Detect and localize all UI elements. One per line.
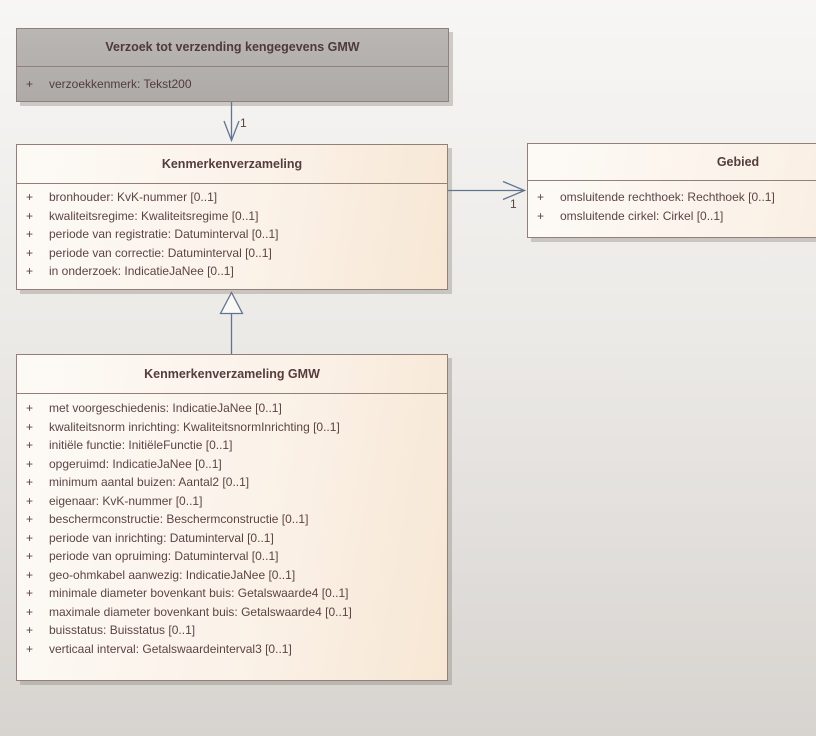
class-title: Verzoek tot verzending kengegevens GMW: [17, 29, 448, 67]
visibility-symbol: +: [26, 419, 34, 434]
attribute-row: + beschermconstructie: Beschermconstructi…: [17, 510, 447, 529]
visibility-symbol: +: [26, 208, 34, 223]
attribute-row: + met voorgeschiedenis: IndicatieJaNee [0…: [17, 399, 447, 418]
attribute-row: + in onderzoek: IndicatieJaNee [0..1]: [17, 262, 447, 281]
multiplicity-label: 1: [510, 197, 517, 211]
attribute-text: minimale diameter bovenkant buis: Getals…: [49, 586, 349, 600]
attribute-text: geo-ohmkabel aanwezig: IndicatieJaNee [0…: [49, 567, 296, 582]
class-title: Kenmerkenverzameling: [17, 145, 447, 184]
attribute-text: initiële functie: InitiëleFunctie [0..1]: [49, 438, 233, 452]
generalization-triangle-icon: [219, 291, 244, 315]
class-title: Kenmerkenverzameling GMW: [17, 355, 447, 394]
attribute-row: + minimum aantal buizen: Aantal2 [0..1]: [17, 473, 447, 492]
attribute-text: in onderzoek: IndicatieJaNee [0..1]: [49, 264, 234, 278]
generalization-gmw-to-kenmerkenverzameling: [219, 291, 244, 354]
attribute-row: + initiële functie: InitiëleFunctie [0..1…: [17, 436, 447, 455]
multiplicity-label: 1: [240, 116, 247, 130]
class-kenmerkenverzameling-gmw[interactable]: Kenmerkenverzameling GMW + met voorgeschi…: [16, 354, 448, 681]
attribute-text: kwaliteitsregime: Kwaliteitsregime [0..1…: [49, 208, 259, 223]
association-verzoek-to-kenmerkenverzameling: [223, 100, 240, 143]
attribute-row: + opgeruimd: IndicatieJaNee [0..1]: [17, 455, 447, 474]
attribute-row: + minimale diameter bovenkant buis: Getal…: [17, 584, 447, 603]
visibility-symbol: +: [26, 438, 34, 452]
attribute-compartment: + bronhouder: KvK-nummer [0..1] + kwalitei…: [17, 184, 447, 289]
class-verzoek-tot-verzending-kengegevens-gmw[interactable]: Verzoek tot verzending kengegevens GMW +…: [16, 28, 449, 102]
visibility-symbol: +: [26, 567, 34, 582]
visibility-symbol: +: [26, 512, 34, 526]
attribute-text: buisstatus: Buisstatus [0..1]: [49, 623, 196, 637]
class-title: Gebied: [528, 144, 816, 181]
attribute-compartment: + verzoekkenmerk: Tekst200: [17, 67, 448, 101]
visibility-symbol: +: [537, 208, 545, 223]
visibility-symbol: +: [26, 456, 34, 471]
attribute-text: periode van opruiming: Datuminterval [0.…: [49, 549, 279, 563]
attribute-row: + bronhouder: KvK-nummer [0..1]: [17, 188, 447, 207]
attribute-text: met voorgeschiedenis: IndicatieJaNee [0.…: [49, 401, 282, 415]
attribute-text: beschermconstructie: Beschermconstructie…: [49, 512, 309, 526]
open-arrowhead-icon: [223, 120, 240, 143]
attribute-row: + periode van opruiming: Datuminterval [0…: [17, 547, 447, 566]
visibility-symbol: +: [26, 401, 34, 415]
attribute-text: kwaliteitsnorm inrichting: Kwaliteitsnor…: [49, 419, 340, 434]
attribute-compartment: + omsluitende rechthoek: Rechthoek [0..1]…: [528, 181, 816, 237]
visibility-symbol: +: [537, 190, 545, 204]
visibility-symbol: +: [26, 530, 34, 545]
attribute-text: opgeruimd: IndicatieJaNee [0..1]: [49, 456, 222, 471]
attribute-text: periode van registratie: Datuminterval […: [49, 227, 279, 241]
attribute-text: periode van inrichting: Datuminterval [0…: [49, 530, 274, 545]
attribute-row: + maximale diameter bovenkant buis: Getal…: [17, 603, 447, 622]
visibility-symbol: +: [26, 190, 34, 204]
attribute-text: verticaal interval: Getalswaardeinterval…: [49, 641, 292, 656]
visibility-symbol: +: [26, 77, 34, 91]
visibility-symbol: +: [26, 493, 34, 508]
attribute-row: + buisstatus: Buisstatus [0..1]: [17, 621, 447, 640]
visibility-symbol: +: [26, 549, 34, 563]
attribute-row: + geo-ohmkabel aanwezig: IndicatieJaNee […: [17, 566, 447, 585]
attribute-row: + periode van correctie: Datuminterval [0…: [17, 244, 447, 263]
visibility-symbol: +: [26, 586, 34, 600]
visibility-symbol: +: [26, 641, 34, 656]
attribute-row: + kwaliteitsnorm inrichting: Kwaliteitsno…: [17, 418, 447, 437]
attribute-text: bronhouder: KvK-nummer [0..1]: [49, 190, 218, 204]
attribute-text: omsluitende cirkel: Cirkel [0..1]: [560, 208, 724, 223]
attribute-row: + periode van registratie: Datuminterval …: [17, 225, 447, 244]
visibility-symbol: +: [26, 604, 34, 619]
attribute-row: + eigenaar: KvK-nummer [0..1]: [17, 492, 447, 511]
attribute-text: periode van correctie: Datuminterval [0.…: [49, 245, 272, 260]
class-gebied[interactable]: Gebied + omsluitende rechthoek: Rechthoek…: [527, 143, 816, 238]
class-kenmerkenverzameling[interactable]: Kenmerkenverzameling + bronhouder: KvK-nu…: [16, 144, 448, 290]
visibility-symbol: +: [26, 264, 34, 278]
attribute-row: + kwaliteitsregime: Kwaliteitsregime [0..…: [17, 207, 447, 226]
visibility-symbol: +: [26, 245, 34, 260]
attribute-text: maximale diameter bovenkant buis: Getals…: [49, 604, 352, 619]
attribute-row: + verticaal interval: Getalswaardeinterva…: [17, 640, 447, 659]
attribute-compartment: + met voorgeschiedenis: IndicatieJaNee [0…: [17, 394, 447, 680]
visibility-symbol: +: [26, 475, 34, 489]
attribute-row: + omsluitende rechthoek: Rechthoek [0..1]: [528, 188, 816, 207]
visibility-symbol: +: [26, 227, 34, 241]
attribute-text: minimum aantal buizen: Aantal2 [0..1]: [49, 475, 250, 489]
attribute-text: eigenaar: KvK-nummer [0..1]: [49, 493, 203, 508]
attribute-row: + omsluitende cirkel: Cirkel [0..1]: [528, 207, 816, 226]
attribute-text: omsluitende rechthoek: Rechthoek [0..1]: [560, 190, 775, 204]
visibility-symbol: +: [26, 623, 34, 637]
attribute-text: verzoekkenmerk: Tekst200: [49, 77, 192, 91]
attribute-row: + periode van inrichting: Datuminterval […: [17, 529, 447, 548]
attribute-row: + verzoekkenmerk: Tekst200: [17, 75, 448, 94]
